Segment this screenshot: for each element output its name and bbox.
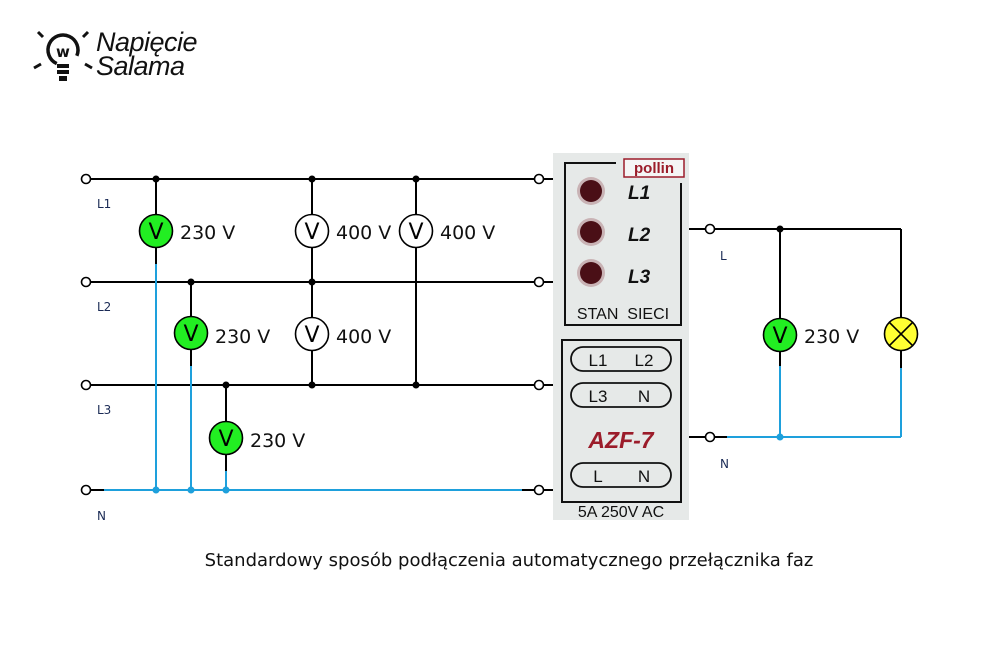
terminal-group-3: [570, 462, 672, 488]
voltmeter-l2-l3: V 400 V: [294, 316, 391, 352]
lamp-icon: [883, 316, 919, 352]
voltmeter-icon: V: [304, 220, 319, 245]
rating-label: 5A 250V AC: [578, 504, 664, 521]
voltmeter-icon: V: [218, 427, 233, 452]
voltmeter-l3-n: V 230 V: [208, 420, 305, 456]
terminal-in-n: [80, 484, 92, 496]
terminal-in-l2: [80, 276, 92, 288]
terminal-in-l1: [80, 173, 92, 185]
logo-line1: Napięcie: [96, 27, 198, 57]
terminal-l3: L3: [589, 387, 608, 406]
terminal-out-l: [704, 223, 716, 235]
label-out-l: L: [720, 249, 727, 263]
svg-text:w: w: [56, 43, 70, 61]
logo: Napięcie Salama: [96, 27, 198, 81]
terminal-group-1: [570, 346, 672, 372]
brand-badge: [623, 158, 685, 178]
label-out-n: N: [720, 457, 729, 471]
junctions: [152, 175, 784, 494]
led-l2: [577, 218, 605, 246]
label-l3: L3: [97, 403, 111, 417]
voltmeter-icon: V: [148, 220, 163, 245]
terminal-out-n: [704, 431, 716, 443]
label-l2: L2: [97, 300, 111, 314]
led-label-l1: L1: [628, 183, 650, 204]
meter-reading: 230 V: [804, 326, 859, 348]
meter-reading: 230 V: [180, 222, 235, 244]
terminal-l-out: L: [593, 467, 602, 486]
led-label-l2: L2: [628, 225, 651, 246]
meter-reading: 230 V: [250, 430, 305, 452]
terminal-in-l3: [80, 379, 92, 391]
terminal-l2: L2: [635, 351, 654, 370]
logo-line2: Salama: [96, 51, 185, 81]
terminal-n-out: N: [638, 467, 650, 486]
label-n: N: [97, 509, 106, 523]
voltmeter-icon: V: [304, 323, 319, 348]
device-body: [553, 153, 689, 520]
terminal-l1: L1: [589, 351, 608, 370]
meter-reading: 400 V: [440, 222, 495, 244]
brand-label: pollin: [634, 160, 674, 177]
voltmeter-l2-n: V 230 V: [173, 315, 270, 351]
wires-output: [689, 228, 902, 438]
led-l3: [577, 259, 605, 287]
led-label-l3: L3: [628, 267, 651, 288]
terminal-group-2: [570, 382, 672, 408]
meter-reading: 400 V: [336, 222, 391, 244]
voltmeter-icon: V: [772, 324, 787, 349]
model-label: AZF-7: [587, 427, 654, 453]
meter-reading: 400 V: [336, 326, 391, 348]
voltmeter-l1-l3: V 400 V: [398, 213, 495, 249]
led-l1: [577, 177, 605, 205]
voltmeter-l1-n: V 230 V: [138, 213, 235, 249]
label-l1: L1: [97, 197, 111, 211]
voltmeter-output: V 230 V: [762, 317, 859, 353]
terminal-n-in: N: [638, 387, 650, 406]
status-label: STAN SIECI: [577, 306, 669, 323]
meter-reading: 230 V: [215, 326, 270, 348]
terminals: [80, 173, 716, 496]
voltmeter-icon: V: [408, 220, 423, 245]
lightbulb-w-icon: w: [33, 30, 93, 81]
phase-switch-device: pollin L1 L2 L3 STAN SIECI L1 L2 L3 N AZ…: [553, 153, 689, 521]
voltmeter-icon: V: [183, 322, 198, 347]
diagram-caption: Standardowy sposób podłączenia automatyc…: [204, 550, 814, 571]
voltmeter-l1-l2: V 400 V: [294, 213, 391, 249]
